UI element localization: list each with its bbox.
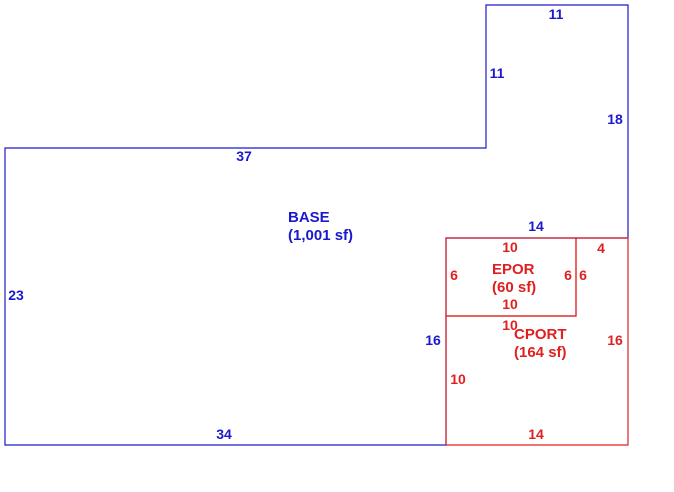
dim-epor-left: 6 [450,267,458,283]
dim-cport-bottom: 14 [528,426,544,442]
dim-epor-bottom: 10 [502,296,518,312]
dim-base-inner-left: 16 [425,332,441,348]
dim-epor-right-inner: 6 [564,267,572,283]
dim-base-bottom: 34 [216,426,232,442]
cport-area-size: (164 sf) [514,344,567,361]
base-area-name: BASE [288,209,330,226]
dim-cport-top-right: 4 [597,240,605,256]
dim-base-top: 11 [549,6,564,22]
dim-base-inner-top: 14 [528,218,544,234]
epor-area-size: (60 sf) [492,279,536,296]
dim-base-upper-left: 11 [490,65,505,81]
dim-epor-right-outer: 6 [579,267,587,283]
cport-outline [445,237,629,446]
epor-area-name: EPOR [492,261,535,278]
dim-cport-left: 10 [450,371,466,387]
dim-cport-right: 16 [607,332,623,348]
dim-base-left: 23 [8,287,24,303]
dim-epor-top: 10 [502,239,518,255]
dim-base-step-top: 37 [236,148,252,164]
cport-area-name: CPORT [514,326,567,343]
base-area-size: (1,001 sf) [288,227,353,244]
dim-cport-top: 10 [502,317,518,333]
dim-base-upper-right: 18 [607,111,623,127]
